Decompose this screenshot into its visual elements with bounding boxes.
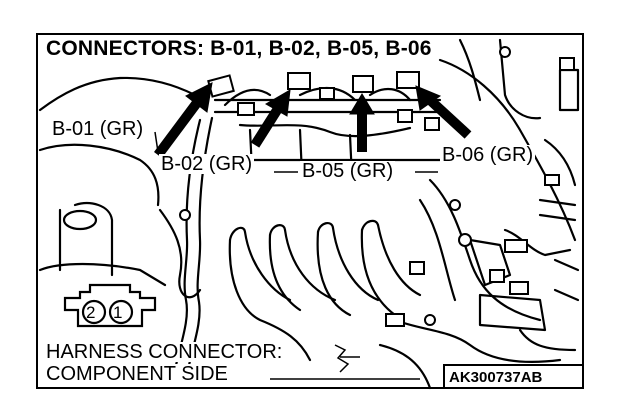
label-b06: B-06 (GR) (440, 144, 536, 166)
pin-1-ring (108, 299, 134, 325)
leader-lines (154, 131, 438, 380)
connector-blocks (207, 57, 575, 327)
label-b05: B-05 (GR) (300, 160, 396, 182)
diagram-title: CONNECTORS: B-01, B-02, B-05, B-06 (44, 37, 434, 60)
pin-1-label: 1 (113, 303, 123, 322)
arrow-b01 (153, 82, 213, 158)
clips (179, 46, 511, 326)
label-b01: B-01 (GR) (50, 118, 146, 140)
figure-code-box (443, 364, 584, 389)
label-b02: B-02 (GR) (159, 153, 255, 175)
connector-b02 (287, 72, 311, 90)
arrow-b02 (250, 89, 291, 148)
arrow-b05 (349, 93, 375, 152)
connector-b06 (396, 71, 420, 89)
pin-2-label: 2 (86, 303, 96, 322)
harness-connector-face (63, 283, 157, 328)
arrow-b06 (415, 85, 472, 139)
harness-connector-caption: HARNESS CONNECTOR: (44, 341, 285, 363)
connector-b05 (352, 75, 374, 93)
pointer-arrows (153, 82, 472, 158)
component-side-caption: COMPONENT SIDE (44, 363, 230, 385)
figure-code: AK300737AB (449, 369, 543, 386)
pin-2-ring (81, 299, 107, 325)
